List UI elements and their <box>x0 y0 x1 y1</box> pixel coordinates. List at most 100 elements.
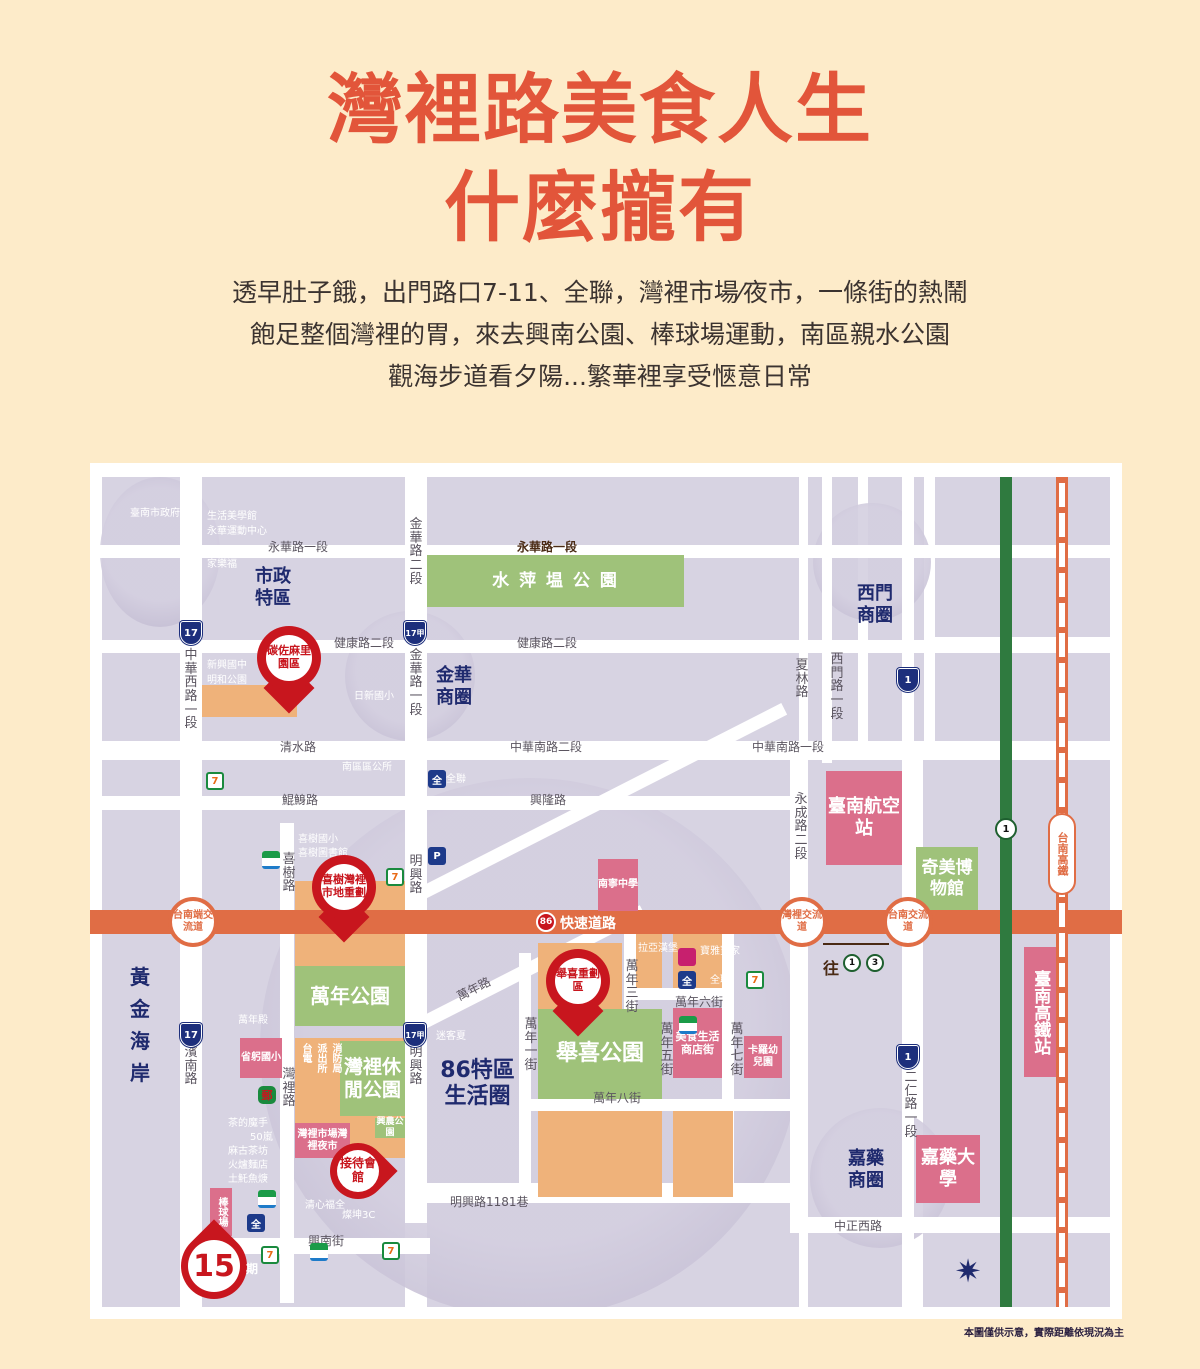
road-yongcheng <box>790 753 800 1233</box>
railway-line <box>1000 477 1012 1307</box>
pin-reception-label: 接待會館 <box>337 1150 379 1192</box>
road-label: 萬年三街 <box>625 959 639 1015</box>
south-zone-2 <box>673 1111 733 1197</box>
kindergarten: 卡羅幼兒園 <box>744 1036 782 1078</box>
road-zhongzheng-west <box>790 1217 1122 1233</box>
road-label: 明興路1181巷 <box>450 1195 529 1209</box>
hsr-line-label: 台南高鐵 <box>1048 813 1076 895</box>
poi-50lan: 50嵐 <box>250 1132 273 1143</box>
poi-life-art: 生活美學館 <box>207 511 257 522</box>
road-label: 清水路 <box>280 740 317 754</box>
interchange-wanli: 灣裡交流道 <box>777 897 827 947</box>
road-xialin <box>799 463 808 763</box>
highway-1-shield: 1 <box>897 668 919 692</box>
nanning-high-school: 南寧中學 <box>598 859 638 911</box>
railway-1-marker: 1 <box>995 818 1017 840</box>
road-label: 萬年八街 <box>593 1091 642 1105</box>
pxmart-icon: 全 <box>247 1214 265 1232</box>
poi-xinxing-jh: 新興國中 <box>207 660 247 671</box>
seven-eleven-icon: 7 <box>746 971 764 989</box>
intro-line-2: 飽足整個灣裡的胃，來去興南公園、棒球場運動，南區親水公園 <box>249 320 950 349</box>
road-label: 中華西路一段 <box>184 648 198 732</box>
road-label: 中華南路一段 <box>752 740 825 754</box>
highway-17-shield: 17 <box>180 621 202 645</box>
road-label: 金華路一段 <box>409 648 423 718</box>
map-block <box>202 760 405 796</box>
road-erren <box>902 463 914 1319</box>
road-wannian-8 <box>519 1099 799 1111</box>
area-86-district: 86特區生活圈 <box>440 1058 515 1110</box>
road-label: 濱南路 <box>184 1045 198 1088</box>
poi-qingxin: 清心福全 <box>305 1200 345 1211</box>
road-label: 萬年六街 <box>675 995 724 1009</box>
disclaimer-note: 本圖僅供示意，實際距離依現況為主 <box>964 1328 1124 1339</box>
map-block <box>102 653 180 741</box>
park-wanli-leisure-label: 灣裡休閒公園 <box>343 1055 401 1101</box>
pin-xishu-wanli-label: 喜樹灣裡市地重劃 <box>321 864 367 910</box>
map-block <box>202 477 405 545</box>
chia-nan-university: 嘉藥大學 <box>916 1135 980 1203</box>
road-zhonghua-south <box>90 741 1122 760</box>
road-label: 中正西路 <box>834 1219 883 1233</box>
expressway-shield: 86 <box>536 912 556 932</box>
pin-xishu-wanli[interactable]: 喜樹灣裡市地重劃 <box>312 855 376 943</box>
pin-juxi-label: 舉喜重劃區 <box>555 958 601 1004</box>
pin-juxi[interactable]: 舉喜重劃區 <box>546 949 610 1037</box>
seven-eleven-icon: 7 <box>386 868 404 886</box>
road-label: 二仁路一段 <box>904 1070 918 1140</box>
map-block <box>868 653 924 741</box>
phase-label: 期 <box>246 1262 259 1276</box>
park-wannian: 萬年公園 <box>295 966 405 1026</box>
poi-babyhome: 寶雅寶家 <box>700 946 740 957</box>
familymart-icon <box>258 1190 276 1208</box>
road-wannian-6 <box>624 988 734 1000</box>
poi-south-office: 南區區公所 <box>342 762 392 773</box>
poi-eel: 土魠魚焿 <box>228 1174 268 1185</box>
road-label: 永成路二段 <box>794 792 808 862</box>
taipower-label: 台電 <box>300 1043 311 1063</box>
poi-laya: 拉亞漢堡 <box>638 943 678 954</box>
road-label: 健康路二段 <box>517 636 578 650</box>
familymart-icon <box>679 1016 697 1034</box>
road-label: 萬年一街 <box>524 1017 538 1073</box>
map-block <box>102 760 180 796</box>
highway-17-shield-south: 17 <box>180 1023 202 1047</box>
highway-17a-shield: 17甲 <box>404 621 426 645</box>
map-block <box>808 477 822 545</box>
map-block <box>427 477 799 545</box>
road-wannian-1 <box>519 953 531 1193</box>
poi-pxmart: 全聯 <box>446 774 466 785</box>
pin-tanzuo-label: 碳佐麻里園區 <box>266 635 312 681</box>
poi-shinkong: 新光三越 <box>857 549 897 560</box>
familymart-icon <box>310 1243 328 1261</box>
location-map: 水 萍 塭 公 園 萬年公園 灣裡休閒公園 舉喜公園 興農公園 奇美博物館 臺南… <box>90 463 1122 1319</box>
map-block <box>808 653 822 741</box>
area-jiayao: 嘉藥商圈 <box>848 1148 884 1191</box>
seven-eleven-icon: 7 <box>261 1246 279 1264</box>
road-label: 西門路一段 <box>830 652 844 722</box>
map-block <box>935 653 1110 741</box>
seven-eleven-icon: 7 <box>382 1242 400 1260</box>
area-ximen: 西門商圈 <box>857 583 893 626</box>
area-golden-coast: 黃金海岸 <box>130 965 150 1085</box>
poi-minghe-park: 明和公園 <box>207 675 247 686</box>
route-3-marker: 3 <box>866 954 884 972</box>
public-facilities: 台電 派出所 消防局 <box>298 1043 341 1093</box>
road-label: 永華路一段 <box>517 540 578 554</box>
road-label: 金華路二段 <box>409 517 423 587</box>
road-xishu-wanli <box>280 823 294 1303</box>
pin-tanzuo[interactable]: 碳佐麻里園區 <box>257 626 321 714</box>
intro-line-1: 透早肚子餓，出門路口7-11、全聯，灣裡市場⁄夜市，一條街的熱鬧 <box>232 278 968 307</box>
pxmart-icon: 全 <box>678 971 696 989</box>
direction-label: 往 <box>823 959 840 978</box>
poi-city-hall: 臺南市政府 <box>130 508 180 519</box>
road-label: 萬年七街 <box>730 1022 744 1078</box>
park-shuipingwu: 水 萍 塭 公 園 <box>427 555 684 607</box>
road-label: 夏林路 <box>795 658 809 701</box>
laya-zone <box>636 933 662 988</box>
road-label: 明興路 <box>409 854 423 897</box>
poi-rixin-es: 日新國小 <box>354 691 394 702</box>
shenggong-elementary: 省躬國小 <box>240 1038 282 1078</box>
poi-cankun: 燦坤3C <box>342 1210 376 1221</box>
road-label: 中華南路二段 <box>510 740 583 754</box>
